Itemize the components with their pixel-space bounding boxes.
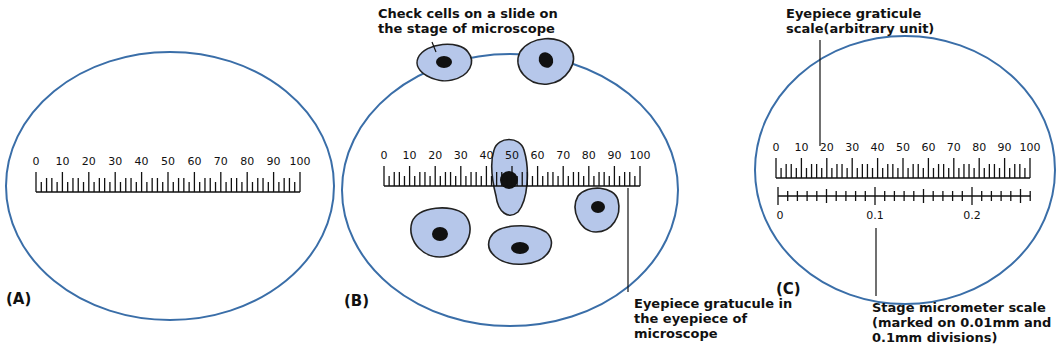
scale-number: 60 xyxy=(187,156,201,167)
scale-number: 40 xyxy=(871,142,885,153)
panel-label: (A) xyxy=(6,292,31,307)
scale-number: 60 xyxy=(921,142,935,153)
scale-number: 60 xyxy=(531,150,545,161)
scale-number: 0 xyxy=(773,142,780,153)
micrometer-number: 0.1 xyxy=(866,210,884,221)
scale-number: 90 xyxy=(998,142,1012,153)
scale-number: 80 xyxy=(582,150,596,161)
scale-number: 90 xyxy=(607,150,621,161)
scale-number: 30 xyxy=(845,142,859,153)
scale-number: 50 xyxy=(505,150,519,161)
scale-number: 0 xyxy=(33,156,40,167)
callout-text: Eyepiece gratucule in the eyepiece of mi… xyxy=(634,296,809,341)
scale-number: 10 xyxy=(794,142,808,153)
scale-number: 70 xyxy=(214,156,228,167)
micrometer-number: 0.2 xyxy=(963,210,981,221)
panel-label: (B) xyxy=(344,294,369,309)
scale-number: 40 xyxy=(135,156,149,167)
scale-number: 80 xyxy=(972,142,986,153)
field-of-view xyxy=(6,52,334,320)
scale-number: 100 xyxy=(630,150,651,161)
callout-text: Eyepiece graticule scale(arbitrary unit) xyxy=(786,6,986,36)
scale-number: 20 xyxy=(428,150,442,161)
scale-number: 50 xyxy=(161,156,175,167)
scale-number: 10 xyxy=(55,156,69,167)
scale-number: 90 xyxy=(267,156,281,167)
scale-number: 70 xyxy=(947,142,961,153)
callout-text: Check cells on a slide on the stage of m… xyxy=(378,6,578,36)
scale-number: 30 xyxy=(108,156,122,167)
callout-text: Stage micrometer scale (marked on 0.01mm… xyxy=(872,300,1052,345)
micrometer-number: 0 xyxy=(777,210,784,221)
scale-number: 40 xyxy=(479,150,493,161)
field-of-view xyxy=(342,54,678,326)
scale-number: 30 xyxy=(454,150,468,161)
scale-number: 50 xyxy=(896,142,910,153)
scale-number: 10 xyxy=(403,150,417,161)
scale-number: 80 xyxy=(240,156,254,167)
scale-number: 70 xyxy=(556,150,570,161)
cheek-cells xyxy=(411,39,619,265)
field-of-view xyxy=(755,36,1055,304)
scale-number: 20 xyxy=(820,142,834,153)
scale-ticks xyxy=(36,158,1030,205)
scale-number: 100 xyxy=(1020,142,1041,153)
scale-number: 100 xyxy=(290,156,311,167)
scale-number: 0 xyxy=(381,150,388,161)
panel-label: (C) xyxy=(776,282,801,297)
leader-lines xyxy=(432,40,876,296)
scale-number: 20 xyxy=(82,156,96,167)
